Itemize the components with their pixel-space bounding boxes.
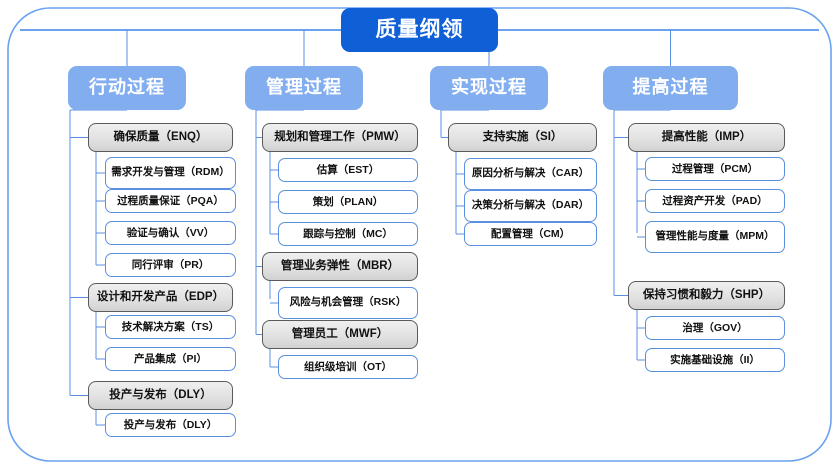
item-box-action-process-0-3[interactable]: 同行评审（PR） xyxy=(105,253,236,277)
item-box-management-process-0-2[interactable]: 跟踪与控制（MC） xyxy=(278,222,418,246)
item-box-action-process-0-2[interactable]: 验证与确认（VV） xyxy=(105,221,236,245)
group-box-management-process-1[interactable]: 管理业务弹性（MBR） xyxy=(262,252,418,281)
item-box-management-process-0-0[interactable]: 估算（EST） xyxy=(278,158,418,182)
group-box-improvement-process-0[interactable]: 提高性能（IMP） xyxy=(628,123,785,152)
item-box-action-process-0-0[interactable]: 需求开发与管理（RDM） xyxy=(105,157,236,189)
item-box-improvement-process-0-0[interactable]: 过程管理（PCM） xyxy=(645,157,785,181)
column-header-realization-process[interactable]: 实现过程 xyxy=(430,66,548,110)
item-box-management-process-1-0[interactable]: 风险与机会管理（RSK） xyxy=(278,287,418,319)
item-box-action-process-0-1[interactable]: 过程质量保证（PQA） xyxy=(105,189,236,213)
item-box-improvement-process-1-0[interactable]: 治理（GOV） xyxy=(645,316,785,340)
group-box-action-process-1[interactable]: 设计和开发产品（EDP） xyxy=(88,283,233,312)
item-box-action-process-2-0[interactable]: 投产与发布（DLY） xyxy=(105,413,236,437)
group-box-improvement-process-1[interactable]: 保持习惯和毅力（SHP） xyxy=(628,281,785,310)
item-box-improvement-process-1-1[interactable]: 实施基础设施（II） xyxy=(645,348,785,372)
group-box-management-process-2[interactable]: 管理员工（MWF） xyxy=(262,320,418,349)
group-box-management-process-0[interactable]: 规划和管理工作（PMW） xyxy=(262,123,418,152)
group-box-realization-process-0[interactable]: 支持实施（SI） xyxy=(448,123,597,152)
diagram-title: 质量纲领 xyxy=(341,8,498,52)
item-box-improvement-process-0-2[interactable]: 管理性能与度量（MPM） xyxy=(645,221,785,253)
column-header-action-process[interactable]: 行动过程 xyxy=(68,66,186,110)
group-box-action-process-0[interactable]: 确保质量（ENQ） xyxy=(88,123,233,152)
item-box-action-process-1-1[interactable]: 产品集成（PI） xyxy=(105,347,236,371)
item-box-realization-process-0-0[interactable]: 原因分析与解决（CAR） xyxy=(464,158,597,190)
group-box-action-process-2[interactable]: 投产与发布（DLY） xyxy=(88,381,233,410)
item-box-management-process-2-0[interactable]: 组织级培训（OT） xyxy=(278,355,418,379)
item-box-action-process-1-0[interactable]: 技术解决方案（TS） xyxy=(105,315,236,339)
item-box-realization-process-0-2[interactable]: 配置管理（CM） xyxy=(464,222,597,246)
item-box-management-process-0-1[interactable]: 策划（PLAN） xyxy=(278,190,418,214)
item-box-improvement-process-0-1[interactable]: 过程资产开发（PAD） xyxy=(645,189,785,213)
item-box-realization-process-0-1[interactable]: 决策分析与解决（DAR） xyxy=(464,190,597,222)
column-header-management-process[interactable]: 管理过程 xyxy=(245,66,363,110)
column-header-improvement-process[interactable]: 提高过程 xyxy=(603,66,738,110)
